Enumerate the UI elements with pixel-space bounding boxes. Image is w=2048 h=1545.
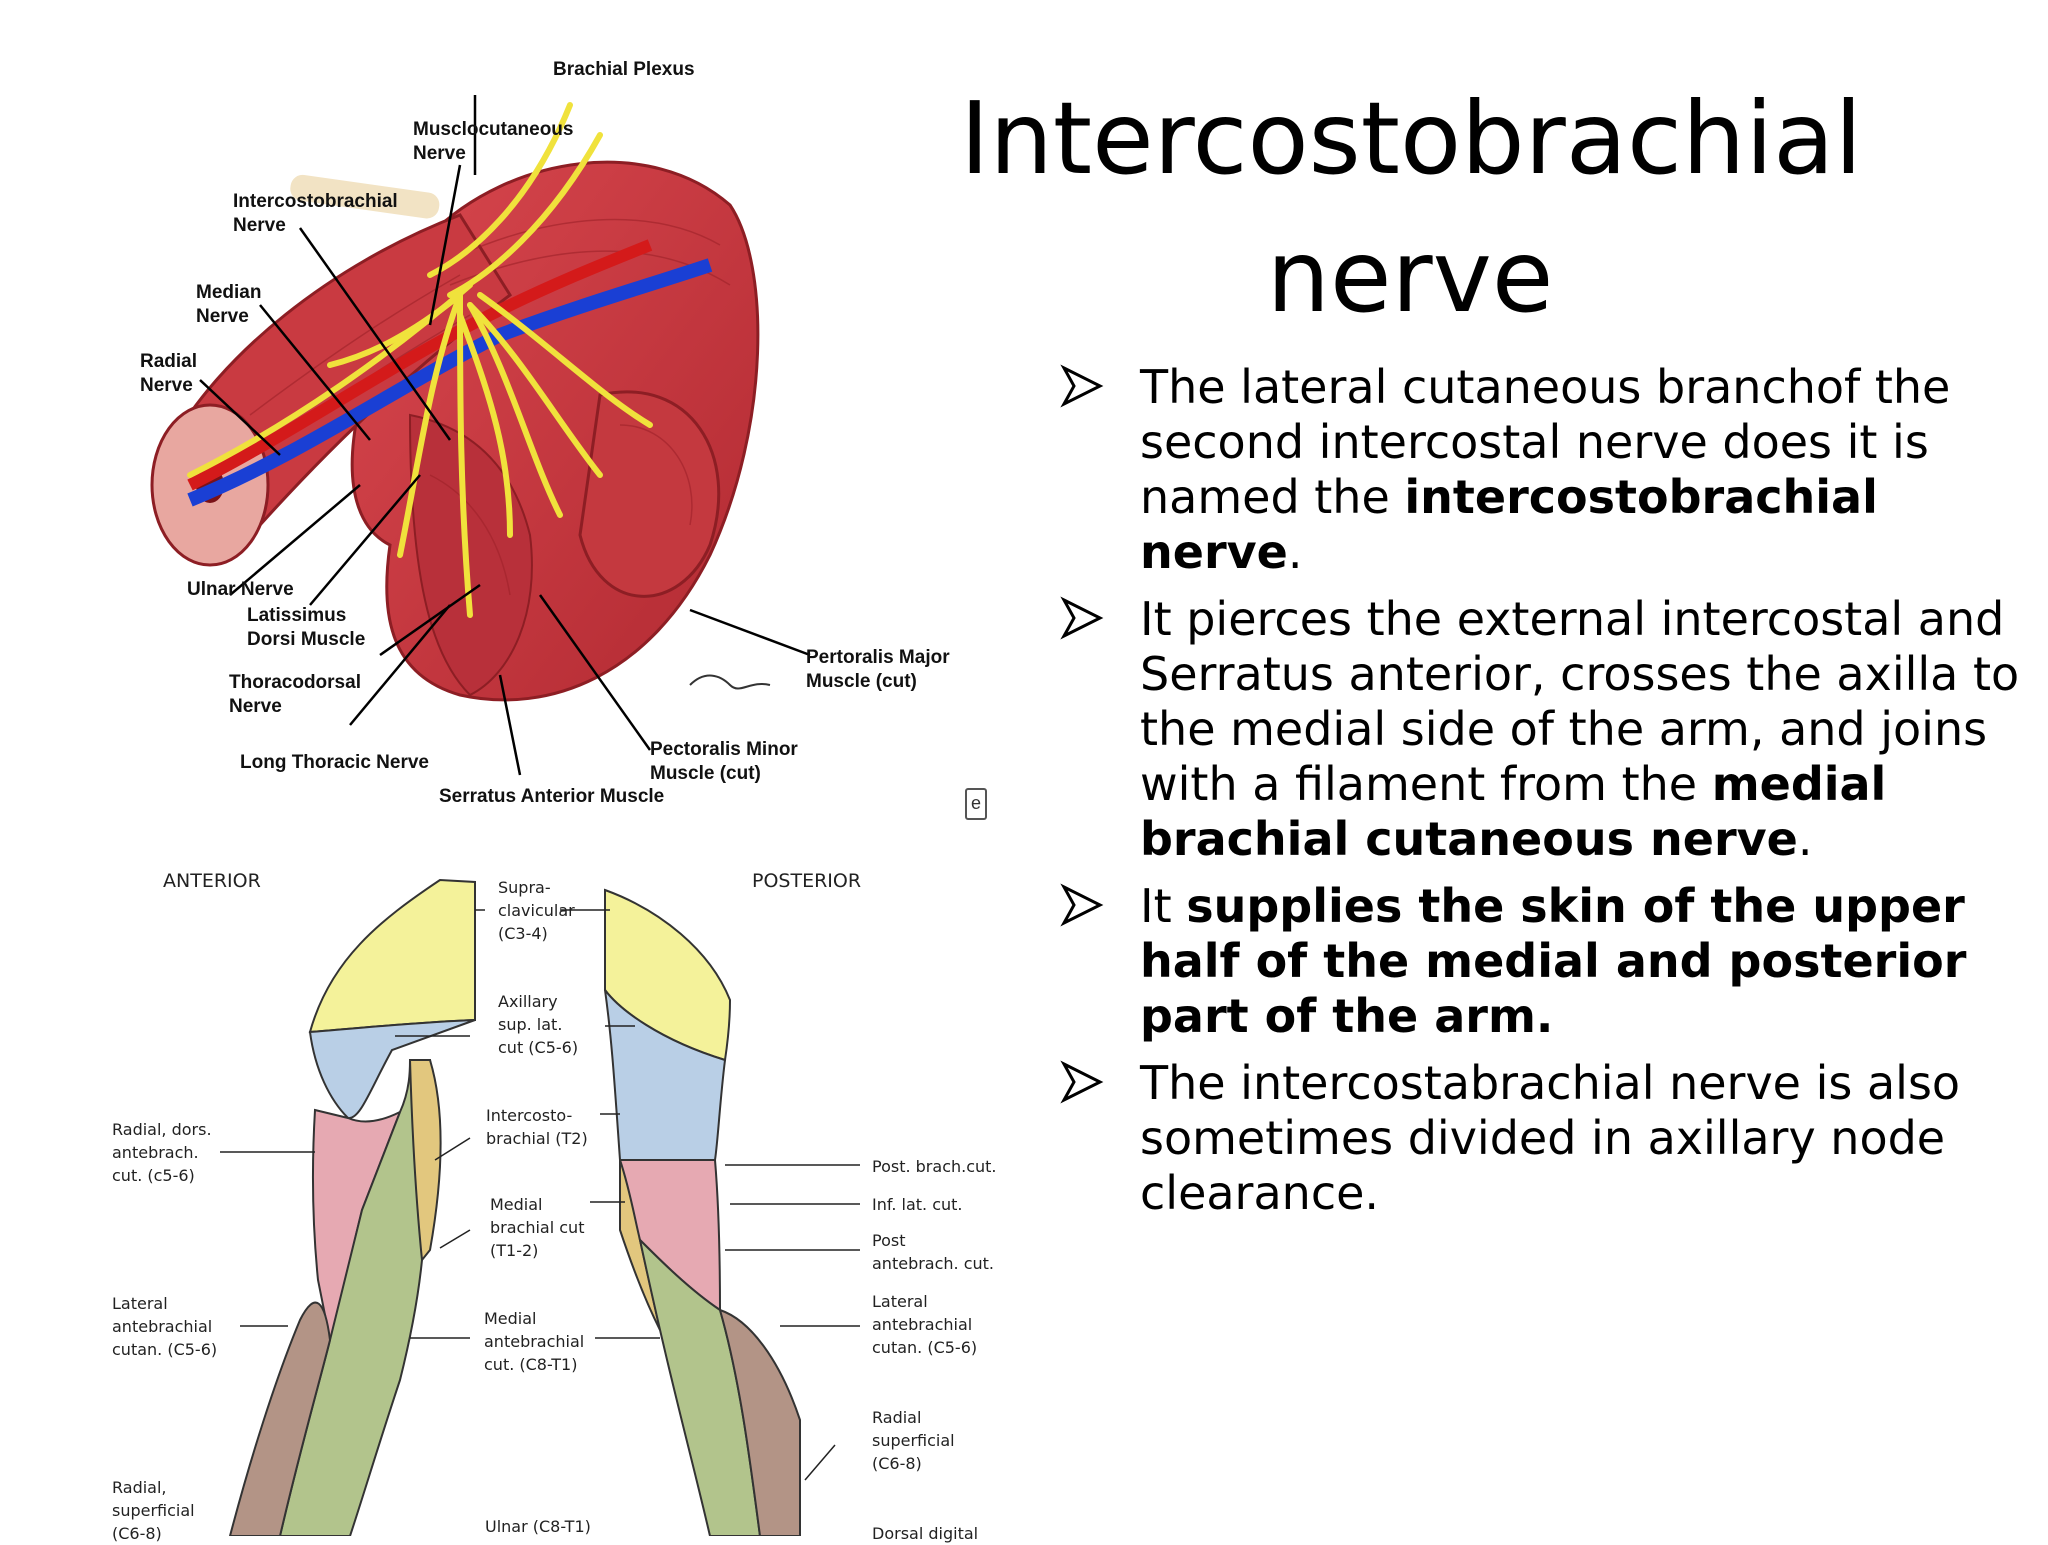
label-inf-lat: Inf. lat. cut. [872, 1195, 963, 1214]
arrow-bullet-icon [1060, 1060, 1104, 1104]
posterior-arm [604, 888, 801, 1536]
label-radial-superficial-left: Radial, superficial (C6-8) [112, 1478, 195, 1543]
label-post-brach: Post. brach.cut. [872, 1157, 997, 1176]
label-supraclavicular: Supra- clavicular (C3-4) [498, 878, 575, 943]
bullet-text-bold: intercostobrachial nerve [1140, 470, 1878, 579]
label-radial-superficial-right: Radial superficial (C6-8) [872, 1408, 955, 1473]
arrow-bullet-icon [1060, 364, 1104, 408]
label-latissimus-dorsi: Latissimus Dorsi Muscle [247, 605, 366, 650]
label-thoracodorsal-nerve: Thoracodorsal Nerve [229, 672, 361, 717]
label-intercostobrachial-derm: Intercosto- brachial (T2) [486, 1106, 588, 1148]
anterior-arm [228, 878, 476, 1536]
label-post-antebrach: Post antebrach. cut. [872, 1231, 995, 1273]
label-radial-nerve: Radial Nerve [140, 351, 198, 396]
label-lateral-antebrachial-right: Lateral antebrachial cutan. (C5-6) [872, 1292, 978, 1357]
arrow-bullet-icon [1060, 596, 1104, 640]
bullet-list: The lateral cutaneous branchof the secon… [1060, 360, 2020, 1233]
label-axillary: Axillary sup. lat. cut (C5-6) [498, 992, 579, 1057]
label-pectoralis-minor: Pectoralis Minor Muscle (cut) [650, 739, 798, 784]
label-dorsal-digital: Dorsal digital [872, 1524, 979, 1543]
axilla-anatomy-illustration [150, 95, 811, 776]
bullet-text: It [1140, 879, 1187, 933]
slide-title: Intercostobrachial nerve [960, 70, 1863, 346]
label-intercostobrachial-nerve: Intercostobrachial Nerve [233, 191, 398, 236]
brachial-plexus-nerves [187, 102, 653, 618]
label-ulnar-nerve: Ulnar Nerve [187, 579, 294, 600]
bullet-item: The lateral cutaneous branchof the secon… [1060, 360, 2020, 580]
label-medial-brachial: Medial brachial cut (T1-2) [490, 1195, 585, 1260]
dermatome-diagram [220, 878, 860, 1536]
label-lateral-antebrachial-left: Lateral antebrachial cutan. (C5-6) [112, 1294, 218, 1359]
bullet-text-bold: supplies the skin of the upper half of t… [1140, 879, 1967, 1043]
label-long-thoracic-nerve: Long Thoracic Nerve [240, 752, 429, 773]
label-brachial-plexus: Brachial Plexus [553, 59, 695, 80]
bullet-text: . [1287, 525, 1303, 579]
label-medial-antebrachial: Medial antebrachial cut. (C8-T1) [484, 1309, 585, 1374]
axillary-vein [187, 258, 713, 507]
bullet-item: It pierces the external intercostal and … [1060, 592, 2020, 867]
bullet-text-bold: medial brachial cutaneous nerve [1140, 757, 1887, 866]
label-anterior: ANTERIOR [163, 870, 261, 892]
watermark-icon: e [965, 788, 987, 820]
bullet-item: It supplies the skin of the upper half o… [1060, 879, 2020, 1044]
label-serratus-anterior: Serratus Anterior Muscle [439, 786, 665, 807]
bullet-item: The intercostabrachial nerve is also som… [1060, 1056, 2020, 1221]
label-pectoralis-major: Pertoralis Major Muscle (cut) [806, 647, 950, 692]
bullet-text: It pierces the external intercostal and … [1140, 592, 2020, 811]
label-median-nerve: Median Nerve [196, 282, 262, 327]
artist-signature [689, 674, 771, 690]
label-musculocutaneous-nerve: Musclocutaneous Nerve [413, 119, 574, 164]
label-ulnar-derm: Ulnar (C8-T1) [485, 1517, 591, 1536]
label-posterior: POSTERIOR [752, 870, 862, 892]
pectoralis-major-cut [578, 390, 721, 598]
label-radial-dors: Radial, dors. antebrach. cut. (c5-6) [112, 1120, 212, 1185]
bullet-text: . [1797, 812, 1813, 866]
bullet-text: The intercostabrachial nerve is also som… [1140, 1056, 1961, 1220]
arrow-bullet-icon [1060, 883, 1104, 927]
title-line-2: nerve [1266, 218, 1554, 335]
title-line-1: Intercostobrachial [960, 80, 1863, 197]
clavicle-tendon [290, 174, 440, 219]
serratus-anterior-muscle [408, 413, 533, 697]
bullet-text: The lateral cutaneous branchof the secon… [1140, 360, 1951, 524]
